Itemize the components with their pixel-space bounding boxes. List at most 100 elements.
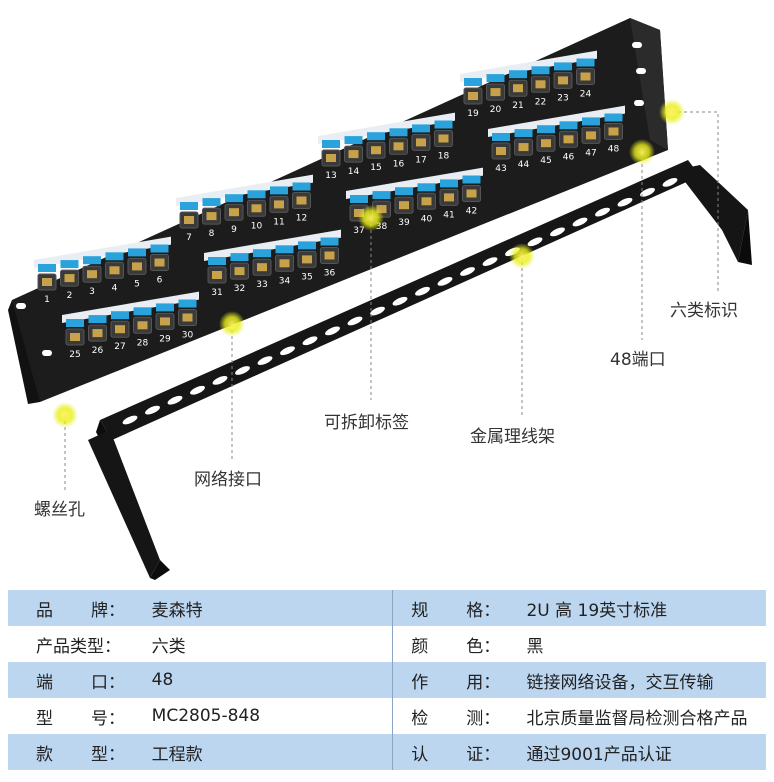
callout-metal-tray: 金属理线架 xyxy=(470,427,555,447)
port-number: 1 xyxy=(44,295,50,305)
port-number: 11 xyxy=(273,217,284,227)
spec-label: 作用： xyxy=(393,662,527,698)
callout-cat6-label: 六类标识 xyxy=(670,301,738,321)
metal-cable-manager xyxy=(88,160,752,580)
tray-slot xyxy=(347,316,363,326)
port-number: 18 xyxy=(438,152,450,162)
rj45-port: 10 xyxy=(247,190,266,231)
rj45-port: 5 xyxy=(127,248,147,289)
port-number: 15 xyxy=(370,163,381,173)
spec-label: 端口： xyxy=(8,662,152,698)
rj45-port: 33 xyxy=(252,249,272,290)
port-number: 34 xyxy=(279,276,291,286)
rj45-port: 30 xyxy=(178,299,197,341)
rj45-port: 9 xyxy=(224,194,244,235)
rj45-port: 21 xyxy=(508,70,528,111)
spec-label: 颜色： xyxy=(393,626,527,662)
patch-panel-body xyxy=(8,18,668,404)
port-number: 20 xyxy=(490,105,502,115)
port-number: 21 xyxy=(512,101,523,111)
rj45-port: 3 xyxy=(82,256,102,297)
rj45-port: 17 xyxy=(411,124,431,165)
rj45-port: 18 xyxy=(434,120,453,162)
tray-slot xyxy=(595,207,610,217)
rj45-port: 7 xyxy=(179,202,199,243)
port-number: 16 xyxy=(393,159,405,169)
port-number: 29 xyxy=(159,334,171,344)
port-number: 27 xyxy=(114,342,125,352)
rj45-port: 19 xyxy=(463,78,483,119)
spec-value: 链接网络设备，交互传输 xyxy=(526,662,766,698)
spec-label: 规格： xyxy=(393,590,527,626)
port-number: 48 xyxy=(608,145,620,155)
spec-value: 2U 高 19英寸标准 xyxy=(526,590,766,626)
tray-slot xyxy=(235,366,250,375)
port-number: 7 xyxy=(186,233,192,243)
port-number: 9 xyxy=(231,225,237,235)
spec-value: 黑 xyxy=(526,626,766,662)
screw-holes xyxy=(16,42,646,356)
rj45-port: 13 xyxy=(321,140,341,181)
rj45-port: 20 xyxy=(486,74,505,115)
port-number: 31 xyxy=(211,288,222,298)
port-number: 6 xyxy=(157,276,163,286)
port-number: 44 xyxy=(518,160,530,170)
rj45-port: 4 xyxy=(105,252,124,293)
tray-slot xyxy=(527,237,543,247)
port-number: 46 xyxy=(563,152,575,162)
rj45-port: 34 xyxy=(275,245,294,286)
rj45-port: 32 xyxy=(230,253,249,294)
port-number: 33 xyxy=(256,280,267,290)
callout-removable-tag: 可拆卸标签 xyxy=(324,413,409,433)
port-number: 19 xyxy=(467,109,479,119)
spec-row: 款型：工程款认证：通过9001产品认证 xyxy=(8,734,766,770)
rj45-port: 6 xyxy=(150,244,169,286)
tray-slot xyxy=(482,257,498,266)
spec-value: MC2805-848 xyxy=(151,698,392,734)
tray-slots xyxy=(122,178,678,425)
spec-label: 型号： xyxy=(8,698,152,734)
tray-slot xyxy=(460,267,475,276)
tray-slot xyxy=(257,356,273,365)
spec-value: 北京质量监督局检测合格产品 xyxy=(526,698,766,734)
rj45-port: 8 xyxy=(202,198,221,239)
tray-slot xyxy=(572,217,588,227)
port-number: 41 xyxy=(443,210,454,220)
rj45-port: 42 xyxy=(462,175,481,217)
spec-label: 款型： xyxy=(8,734,152,770)
tray-slot xyxy=(437,277,453,286)
spec-label: 产品类型： xyxy=(8,626,152,662)
port-number: 25 xyxy=(69,350,80,360)
tray-slot xyxy=(550,227,565,237)
tray-slot xyxy=(167,395,183,405)
rj45-port: 27 xyxy=(110,311,130,352)
spec-value: 六类 xyxy=(151,626,392,662)
port-number: 30 xyxy=(182,331,194,341)
rj45-port: 36 xyxy=(320,237,339,279)
spec-value: 通过9001产品认证 xyxy=(526,734,766,770)
rj45-port: 16 xyxy=(389,128,408,169)
tray-slot xyxy=(325,326,340,336)
port-number: 24 xyxy=(580,90,592,100)
port-number: 22 xyxy=(535,97,546,107)
tray-slot xyxy=(662,178,678,187)
callout-48-port: 48端口 xyxy=(610,350,666,370)
rj45-port: 12 xyxy=(292,182,311,224)
port-number: 28 xyxy=(137,338,149,348)
port-number: 42 xyxy=(466,207,477,217)
rj45-port: 28 xyxy=(133,307,152,348)
port-number: 23 xyxy=(557,93,568,103)
rj45-port: 26 xyxy=(88,315,107,356)
column-divider xyxy=(391,734,394,770)
rj45-port: 22 xyxy=(531,66,550,107)
rj45-port: 29 xyxy=(155,303,175,344)
port-number: 38 xyxy=(376,222,388,232)
spec-row: 品牌：麦森特规格：2U 高 19英寸标准 xyxy=(8,590,766,626)
tray-slot xyxy=(640,187,655,197)
tray-slot xyxy=(302,336,318,346)
port-number: 4 xyxy=(112,283,118,293)
